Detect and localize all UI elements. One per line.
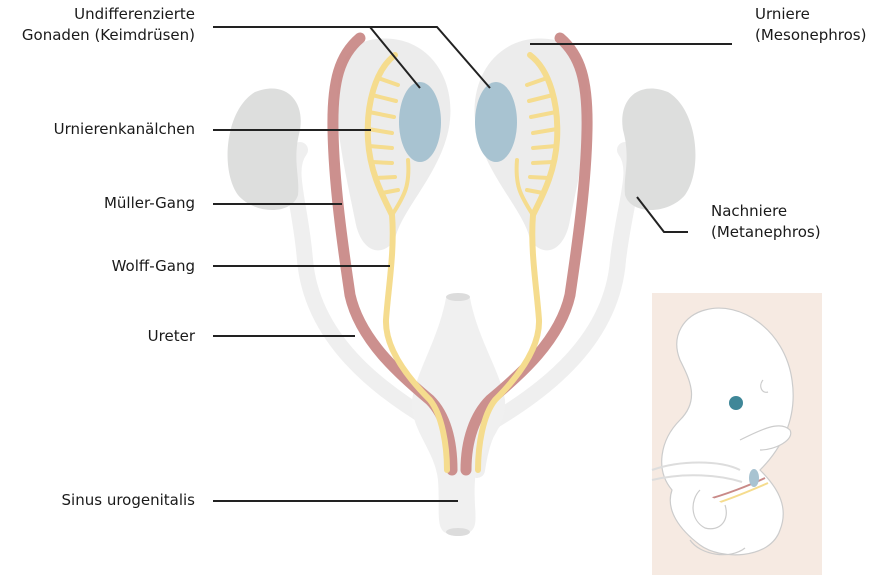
label-wolff-gang: Wolff-Gang <box>112 256 195 277</box>
label-gonads-line1: Undifferenzierte <box>22 4 195 25</box>
label-mueller-gang: Müller-Gang <box>104 193 195 214</box>
gonade-left <box>399 82 441 162</box>
label-nachniere: Nachniere (Metanephros) <box>711 201 821 243</box>
label-ureter: Ureter <box>148 326 195 347</box>
nachniere-right <box>622 88 695 210</box>
embryo-eye <box>729 396 743 410</box>
label-urniere: Urniere (Mesonephros) <box>755 4 866 46</box>
gonade-right <box>475 82 517 162</box>
sinus-urogenitalis <box>412 294 505 536</box>
label-gonads: Undifferenzierte Gonaden (Keimdrüsen) <box>22 4 195 46</box>
embryo-inset <box>652 293 822 575</box>
label-urnierenkanaelchen: Urnierenkanälchen <box>54 119 195 140</box>
label-sinus-urogenitalis: Sinus urogenitalis <box>62 490 195 511</box>
label-gonads-line2: Gonaden (Keimdrüsen) <box>22 25 195 46</box>
label-nachniere-line1: Nachniere <box>711 201 821 222</box>
label-nachniere-line2: (Metanephros) <box>711 222 821 243</box>
nachniere-left <box>228 88 301 210</box>
label-urniere-line1: Urniere <box>755 4 866 25</box>
label-urniere-line2: (Mesonephros) <box>755 25 866 46</box>
